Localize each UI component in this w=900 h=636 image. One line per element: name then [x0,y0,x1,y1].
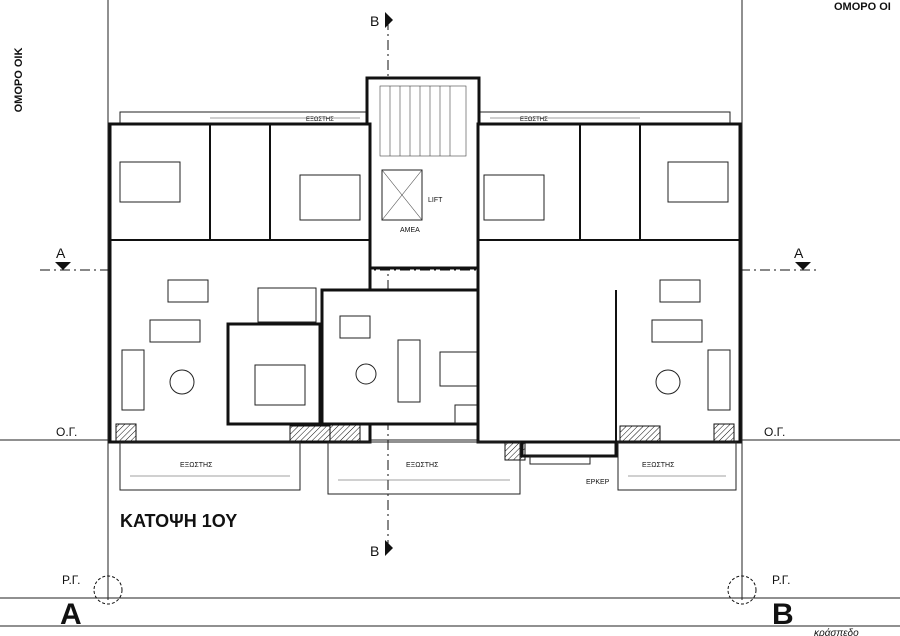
neighbor-left-label: ΟΜΟΡΟ ΟΙΚ [13,48,25,113]
bottom-note-label: κράσπεδο [814,627,859,636]
balcony-center-label: ΕΞΩΣΤΗΣ [406,462,439,469]
corner-a-label: A [60,598,82,631]
section-a-left-label: A [56,245,66,261]
section-b-top-label: B [370,13,379,29]
corner-b-label: B [772,598,794,631]
section-a-right-label: A [794,245,804,261]
lift-label: LIFT [428,197,443,204]
og-left-label: Ο.Γ. [56,425,77,439]
drawing-title: ΚΑΤΟΨΗ 1ΟΥ [120,511,237,531]
rg-right-label: Ρ.Γ. [772,573,790,587]
rg-left-label: Ρ.Γ. [62,573,80,587]
stair-core [365,76,481,270]
boundary-markers [93,575,757,605]
balcony-top-left-label: ΕΞΩΣΤΗΣ [306,117,334,123]
og-right-label: Ο.Γ. [764,425,785,439]
right-apartment [476,122,742,444]
bottom-balconies [119,441,737,495]
balcony-right-label: ΕΞΩΣΤΗΣ [642,462,675,469]
section-b-bottom-label: B [370,543,379,559]
erker-label: ΕΡΚΕΡ [586,479,610,486]
balcony-left-label: ΕΞΩΣΤΗΣ [180,462,213,469]
balcony-top-right-label: ΕΞΩΣΤΗΣ [520,117,548,123]
neighbor-right-label: ΟΜΟΡΟ ΟΙ [834,1,891,13]
amea-label: ΑΜΕΑ [400,227,420,234]
